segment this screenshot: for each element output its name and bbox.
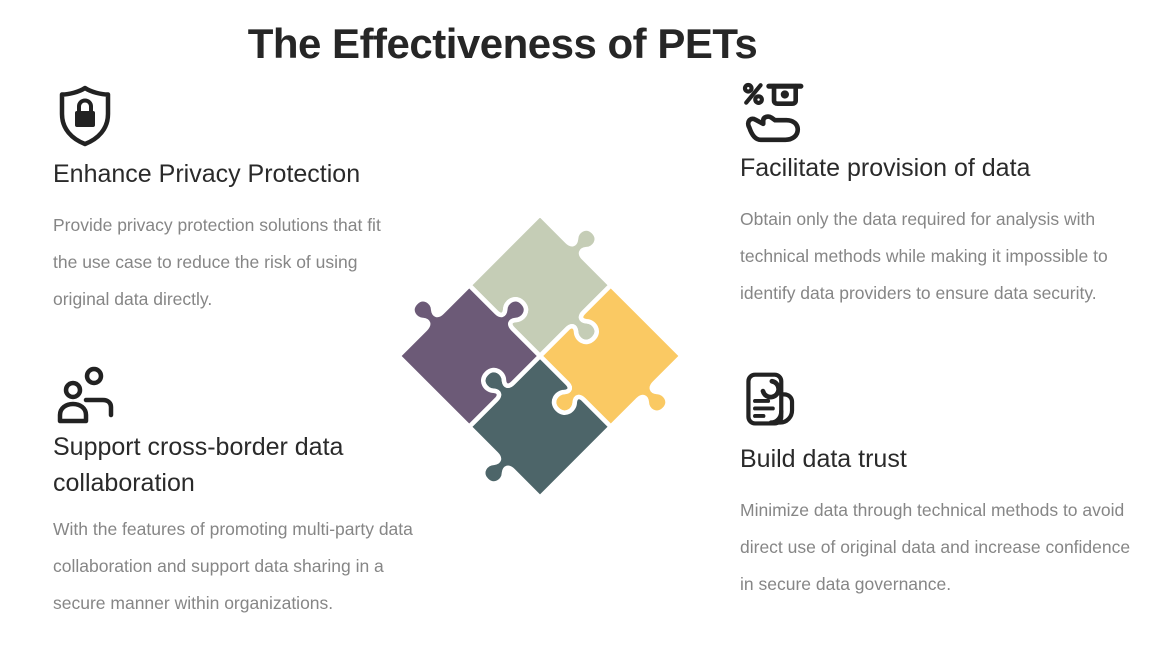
section-build-data-trust: Build data trust Minimize data through t…	[740, 370, 1140, 603]
hand-provision-percent-icon	[740, 80, 1140, 146]
section-heading: Build data trust	[740, 445, 907, 473]
section-body: Obtain only the data required for analys…	[740, 208, 1108, 303]
section-cross-border-collaboration: Support cross-border data collaboration …	[53, 364, 421, 622]
puzzle-graphic	[358, 174, 722, 538]
data-report-document-icon	[740, 370, 1140, 430]
section-enhance-privacy: Enhance Privacy Protection Provide priva…	[53, 83, 385, 318]
section-heading: Facilitate provision of data	[740, 154, 1031, 182]
section-body: With the features of promoting multi-par…	[53, 519, 413, 613]
section-heading: Support cross-border data collaboration	[53, 433, 344, 497]
shield-lock-icon	[53, 83, 385, 149]
section-heading: Enhance Privacy Protection	[53, 160, 361, 188]
section-facilitate-provision: Facilitate provision of data Obtain only…	[740, 80, 1140, 312]
people-collaboration-icon	[53, 364, 421, 426]
section-body: Provide privacy protection solutions tha…	[53, 214, 381, 309]
section-body: Minimize data through technical methods …	[740, 499, 1131, 594]
page-title: The Effectiveness of PETs	[247, 20, 758, 67]
